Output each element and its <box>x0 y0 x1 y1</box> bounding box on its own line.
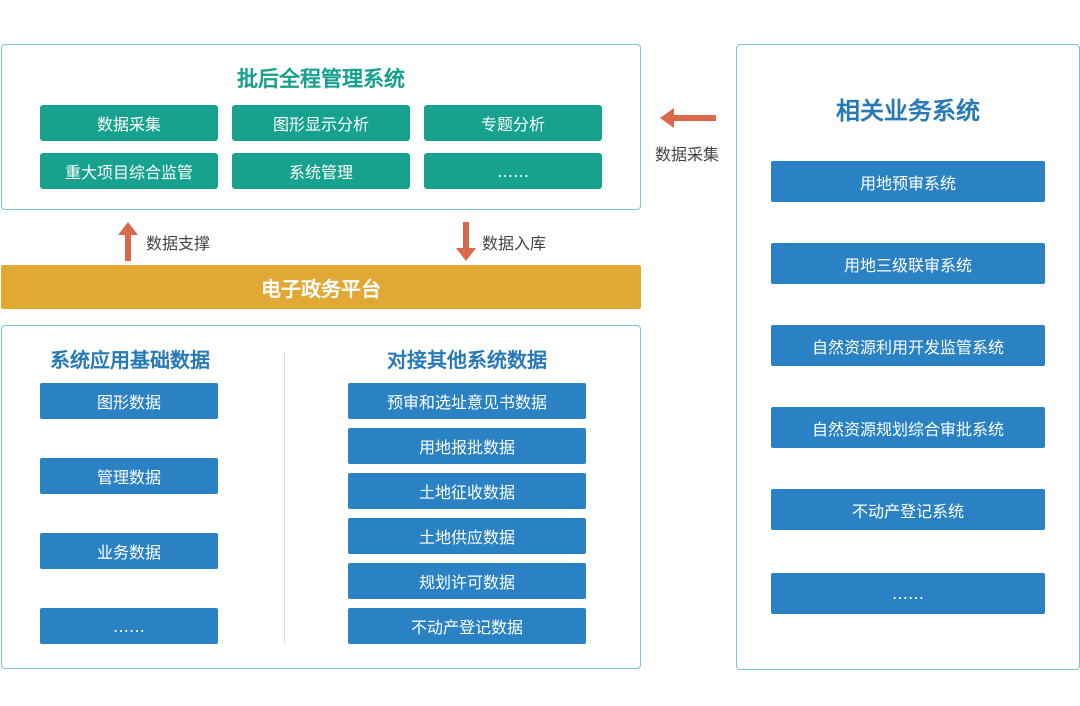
data-support-label: 数据支撑 <box>146 234 211 253</box>
data-panel: 系统应用基础数据 图形数据 管理数据 业务数据 …… 对接其他系统数据 预审和选… <box>1 325 641 669</box>
data-collection-label: 数据采集 <box>655 145 720 164</box>
module-data-collection[interactable]: 数据采集 <box>40 105 218 141</box>
data-support-arrow-icon <box>118 222 138 261</box>
external-data-property-registration[interactable]: 不动产登记数据 <box>348 608 586 644</box>
data-collection-arrow-icon <box>660 108 716 128</box>
panel-divider <box>284 352 285 644</box>
approval-management-title: 批后全程管理系统 <box>237 67 405 91</box>
module-thematic-analysis[interactable]: 专题分析 <box>424 105 602 141</box>
module-major-project-supervision[interactable]: 重大项目综合监管 <box>40 153 218 189</box>
basic-data-graphic[interactable]: 图形数据 <box>40 383 218 419</box>
system-land-three-level-review[interactable]: 用地三级联审系统 <box>771 243 1045 284</box>
external-data-title: 对接其他系统数据 <box>387 348 547 372</box>
external-data-land-approval[interactable]: 用地报批数据 <box>348 428 586 464</box>
module-more[interactable]: …… <box>424 153 602 189</box>
system-resource-planning-approval[interactable]: 自然资源规划综合审批系统 <box>771 407 1045 448</box>
basic-data-business[interactable]: 业务数据 <box>40 533 218 569</box>
data-storage-arrow-icon <box>456 222 476 261</box>
system-property-registration[interactable]: 不动产登记系统 <box>771 489 1045 530</box>
related-systems-title: 相关业务系统 <box>836 97 980 125</box>
external-data-planning-permit[interactable]: 规划许可数据 <box>348 563 586 599</box>
module-system-management[interactable]: 系统管理 <box>232 153 410 189</box>
external-data-preliminary-review[interactable]: 预审和选址意见书数据 <box>348 383 586 419</box>
external-data-land-expropriation[interactable]: 土地征收数据 <box>348 473 586 509</box>
module-graphic-analysis[interactable]: 图形显示分析 <box>232 105 410 141</box>
system-resource-utilization-supervision[interactable]: 自然资源利用开发监管系统 <box>771 325 1045 366</box>
basic-data-management[interactable]: 管理数据 <box>40 458 218 494</box>
related-systems-panel: 相关业务系统 用地预审系统 用地三级联审系统 自然资源利用开发监管系统 自然资源… <box>736 44 1080 670</box>
e-government-platform-bar: 电子政务平台 <box>1 265 641 309</box>
approval-management-panel: 批后全程管理系统 数据采集 图形显示分析 专题分析 重大项目综合监管 系统管理 … <box>1 44 641 210</box>
data-storage-label: 数据入库 <box>482 234 547 253</box>
system-more[interactable]: …… <box>771 573 1045 614</box>
basic-data-title: 系统应用基础数据 <box>50 348 210 372</box>
external-data-land-supply[interactable]: 土地供应数据 <box>348 518 586 554</box>
basic-data-more[interactable]: …… <box>40 608 218 644</box>
system-land-preliminary-review[interactable]: 用地预审系统 <box>771 161 1045 202</box>
